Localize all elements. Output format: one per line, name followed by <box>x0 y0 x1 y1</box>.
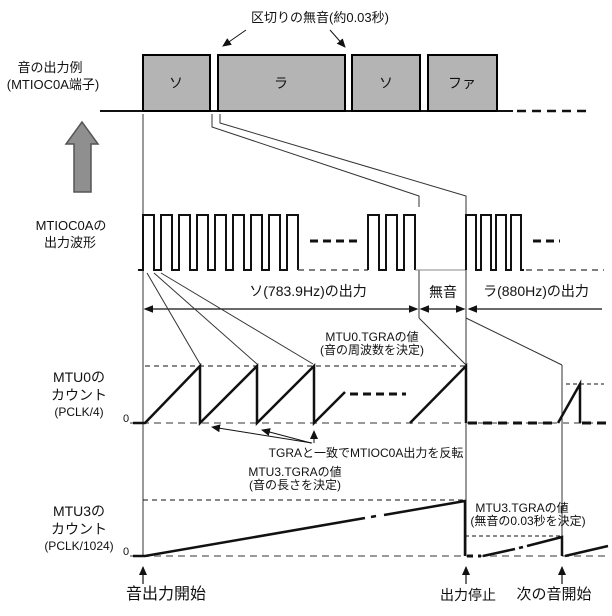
timeline-marker-arrows <box>139 566 566 584</box>
segment-label-la: ラ(880Hz)の出力 <box>483 283 589 299</box>
waveform-label-line1: MTIOC0Aの <box>35 218 107 233</box>
note-block-so1 <box>142 54 211 112</box>
sound-output-label-line2: (MTIOC0A端子) <box>6 77 100 92</box>
mtu0-label-line2: カウント <box>51 387 107 403</box>
silence-pointer-right <box>329 29 346 48</box>
timeline-start-label: 音出力開始 <box>125 586 207 603</box>
note-block-la <box>217 54 346 112</box>
tgra-match-arrows <box>211 424 318 444</box>
timeline-stop-label: 出力停止 <box>440 587 496 603</box>
mtu0-tgra-label-line1: MTU0.TGRAの値 <box>325 330 419 344</box>
note-label-la: ラ <box>274 75 288 91</box>
mtu3-label-line3: (PCLK/1024) <box>44 539 114 553</box>
note-block-fa <box>427 54 498 112</box>
mtu0-tgra-label-line2: (音の周波数を決定) <box>320 343 424 357</box>
mtu3-label-line2: カウント <box>51 521 107 537</box>
separator-silence-note: 区切りの無音(約0.03秒) <box>251 10 389 25</box>
mtu3-label-line1: MTU3の <box>52 503 106 519</box>
mtu3-silence-tgra-label-line2: (無音の0.03秒を決定) <box>470 514 586 528</box>
mtu0-count-waveform <box>130 362 606 427</box>
mtioc0a-pulse-waveform <box>138 214 604 271</box>
silence-pointer-left <box>222 29 247 47</box>
zoom-guide-lines <box>211 114 563 366</box>
timeline-next-label: 次の音開始 <box>516 586 592 603</box>
waveform-label-line2: 出力波形 <box>43 235 97 250</box>
mtu0-label-line3: (PCLK/4) <box>54 405 104 419</box>
segment-label-so: ソ(783.9Hz)の出力 <box>249 283 367 299</box>
mtu3-tgra-label-line2: (音の長さを決定) <box>249 478 341 492</box>
note-label-fa: ファ <box>448 75 476 91</box>
duration-arrowheads <box>143 305 477 313</box>
mtu0-zero-label: 0 <box>122 413 130 425</box>
tgra-toggle-note: TGRAと一致でMTIOC0A出力を反転 <box>268 446 464 460</box>
note-block-row <box>100 29 586 113</box>
mtu3-count-waveform <box>130 499 609 558</box>
note-label-so1: ソ <box>169 75 183 91</box>
mtu3-zero-label: 0 <box>122 546 130 558</box>
sound-output-label-line1: 音の出力例 <box>17 60 83 75</box>
mtu0-label-line1: MTU0の <box>52 369 106 385</box>
pulse-to-peak-guides <box>146 272 314 365</box>
mtu3-tgra-label-line1: MTU3.TGRAの値 <box>248 465 342 479</box>
segment-label-silence: 無音 <box>429 284 457 300</box>
note-label-so2: ソ <box>379 75 393 91</box>
mtu3-silence-tgra-label-line1: MTU3.TGRAの値 <box>475 501 569 515</box>
up-arrow-icon <box>64 120 100 193</box>
note-block-so2 <box>351 54 421 112</box>
